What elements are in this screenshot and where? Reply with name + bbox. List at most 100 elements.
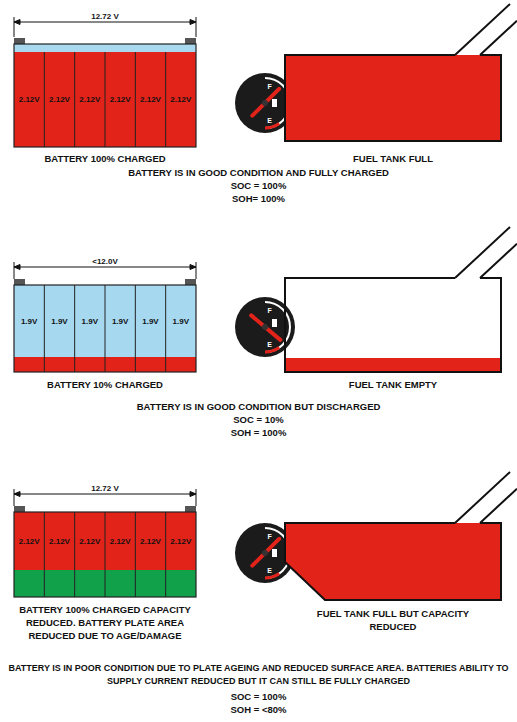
cell-voltage: 2.12V (19, 95, 40, 104)
battery-cell: 2.12V (14, 52, 44, 147)
battery-cell: 2.12V (44, 52, 74, 147)
caption-text: SOH= 100% (232, 192, 285, 205)
cell-voltage: 2.12V (170, 95, 191, 104)
battery-cell: 2.12V (14, 512, 44, 570)
gauge-letter: F (268, 82, 272, 89)
cell-voltage: 2.12V (49, 537, 70, 546)
gauge-letter: F (268, 532, 272, 539)
cell-dividers (44, 285, 165, 372)
gauge-reserve (265, 348, 279, 353)
fuel-full-reduced (285, 523, 501, 600)
caption-text: BATTERY IS IN GOOD CONDITION BUT DISCHAR… (137, 400, 381, 413)
cell-divider (44, 512, 45, 597)
caption-text: <12.0V (92, 255, 118, 268)
cell-divider (74, 512, 75, 597)
caption-text: BATTERY 100% CHARGED CAPACITY REDUCED. B… (10, 603, 200, 642)
cell-voltage: 2.12V (170, 537, 191, 546)
cell-divider (135, 512, 136, 597)
caption-text: FUEL TANK EMPTY (349, 378, 437, 391)
cell-divider (165, 512, 166, 597)
gauge-reserve (265, 124, 279, 129)
arrowhead (190, 20, 196, 25)
cell-divider (74, 285, 75, 372)
battery-cell: 1.9V (166, 285, 196, 357)
cell-divider (165, 52, 166, 147)
battery-cell: 2.12V (166, 52, 196, 147)
battery-case (14, 512, 196, 597)
cell-voltage: 2.12V (19, 537, 40, 546)
electrolyte-charged (14, 52, 196, 147)
battery-cell: 2.12V (105, 52, 135, 147)
gauge-hub (262, 324, 268, 330)
cell-voltage: 2.12V (140, 537, 161, 546)
cell-voltage: 1.9V (21, 317, 37, 326)
cell-voltage: 2.12V (79, 95, 100, 104)
cell-voltage: 2.12V (49, 95, 70, 104)
dimension-tick (196, 262, 197, 279)
arrowhead (190, 265, 196, 270)
fuel-low (285, 358, 501, 372)
cell-voltage: 2.12V (79, 537, 100, 546)
caption-text: 12.72 V (91, 10, 119, 23)
cell-voltage: 2.12V (140, 95, 161, 104)
battery (14, 279, 196, 372)
battery-cell: 1.9V (105, 285, 135, 357)
battery-cell: 1.9V (14, 285, 44, 357)
cell-voltage: 1.9V (112, 317, 128, 326)
tank-outline (285, 472, 517, 600)
caption-text: FUEL TANK FULL (353, 152, 433, 165)
cell-divider (74, 52, 75, 147)
arrowhead (190, 492, 196, 497)
dimension-line (14, 494, 196, 495)
caption-text: SOH = <80% (231, 703, 287, 716)
caption-text: BATTERY 10% CHARGED (47, 378, 163, 391)
cell-divider (105, 52, 106, 147)
dimension-line (14, 22, 196, 23)
battery-case (14, 285, 196, 372)
arrowhead (14, 492, 20, 497)
gauge-needle (251, 315, 280, 340)
caption-text: SOC = 10% (233, 413, 283, 426)
battery-lid (14, 44, 196, 52)
tank-outline (285, 4, 517, 141)
arrowhead (14, 265, 20, 270)
battery-cell: 2.12V (105, 512, 135, 570)
battery-cell: 1.9V (44, 285, 74, 357)
battery-cell: 2.12V (135, 52, 165, 147)
fuel-tank (285, 472, 517, 600)
caption-text: BATTERY 100% CHARGED (44, 152, 165, 165)
battery-cell: 2.12V (135, 512, 165, 570)
cell-voltage: 1.9V (142, 317, 158, 326)
gauge-needle (252, 539, 279, 566)
caption-text: SOC = 100% (231, 690, 287, 703)
gauge-needle (252, 89, 279, 116)
battery-case (14, 44, 196, 147)
caption-text: SOH = 100% (231, 426, 287, 439)
caption-text: SOC = 100% (231, 179, 287, 192)
cell-divider (105, 512, 106, 597)
fuel-full (285, 55, 501, 141)
arrowhead (14, 20, 20, 25)
fuel-tank (285, 4, 517, 141)
cell-divider (44, 52, 45, 147)
fuel-pump-icon (272, 99, 277, 107)
caption-text: 12.72 V (91, 482, 119, 495)
battery-cell: 1.9V (75, 285, 105, 357)
battery-cell: 2.12V (166, 512, 196, 570)
cell-voltage: 1.9V (82, 317, 98, 326)
fuel-pump-icon (272, 319, 277, 327)
cell-voltage: 2.12V (110, 95, 131, 104)
gauge-hub (262, 100, 268, 106)
dimension-tick (196, 489, 197, 506)
cell-divider (105, 285, 106, 372)
gauge-letter: E (267, 117, 272, 124)
gauge-letter: F (268, 306, 272, 313)
battery (14, 38, 196, 147)
gauge-letter: E (267, 341, 272, 348)
fuel-tank (285, 227, 517, 372)
gauge-letter: E (267, 567, 272, 574)
battery-cell: 2.12V (75, 512, 105, 570)
dimension-tick (14, 489, 15, 506)
dimension-tick (196, 17, 197, 37)
dimension-line (14, 267, 196, 268)
